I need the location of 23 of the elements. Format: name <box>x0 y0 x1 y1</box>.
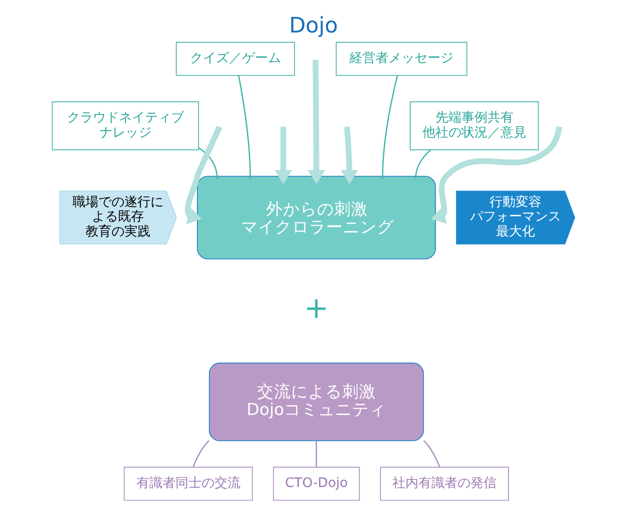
node-box: 社内有識者の発信 <box>380 466 508 501</box>
connector <box>315 440 317 467</box>
connector <box>381 76 398 179</box>
arrow <box>307 60 325 184</box>
connector <box>198 147 218 179</box>
arrow <box>274 126 292 184</box>
connector <box>192 440 209 468</box>
node-box: 経営者メッセージ <box>335 42 467 76</box>
node-box: 先端事例共有他社の状況／意見 <box>409 101 538 150</box>
arrow <box>184 126 222 224</box>
connector <box>238 75 250 179</box>
node-box: クラウドネイティブナレッジ <box>51 101 199 150</box>
diagram-title: Dojo <box>288 13 338 38</box>
node-box: 外からの刺激 マイクロラーニング <box>196 176 436 260</box>
label: + <box>303 291 328 326</box>
arrow <box>340 126 358 184</box>
node-box: CTO-Dojo <box>272 466 360 501</box>
node-box: 交流による刺激 Dojoコミュニティ <box>208 362 424 442</box>
connector <box>422 440 440 468</box>
connector <box>414 149 431 179</box>
node-box: クイズ／ゲーム <box>175 42 294 76</box>
node-box: 有識者同士の交流 <box>123 466 252 501</box>
arrow <box>430 126 562 224</box>
